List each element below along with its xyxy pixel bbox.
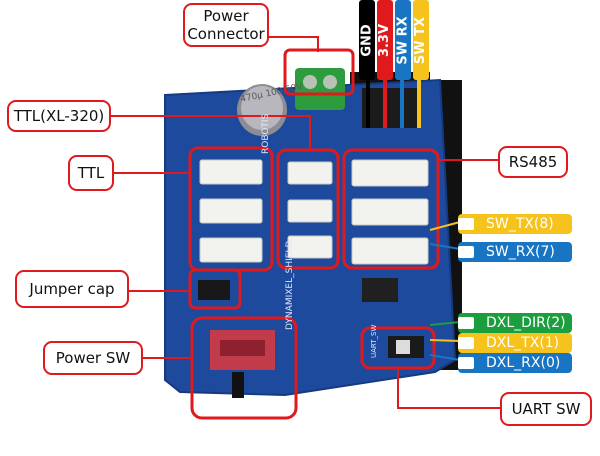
ttl-connectors <box>199 159 263 263</box>
power-connector-callout: Power Connector <box>183 3 269 47</box>
pin-leads <box>366 78 421 128</box>
callout-lines <box>68 36 500 409</box>
top-header-pins <box>362 88 418 128</box>
uart-sw-silk-text: UART_SW <box>370 325 378 358</box>
ttl-xl320-connectors <box>287 161 333 259</box>
dxl-tx1-label: DXL_TX(1) <box>458 333 572 353</box>
jumper-cap <box>198 280 230 300</box>
sw-rx7-label: SW_RX(7) <box>458 242 572 262</box>
power-sw-callout: Power SW <box>43 341 143 375</box>
signal-lines <box>429 221 461 361</box>
dxl-rx0-label: DXL_RX(0) <box>458 353 572 373</box>
sw-tx8-label: SW_TX(8) <box>458 214 572 234</box>
ttl-xl320-callout: TTL(XL-320) <box>7 100 111 132</box>
capacitor <box>237 84 287 136</box>
uart-switch <box>388 336 424 358</box>
ic-chip <box>362 278 398 302</box>
gnd-label: GND <box>359 0 375 80</box>
robotis-logo-text: ROBOTIS <box>261 113 271 154</box>
shield-name-text: DYNAMIXEL_SHIELD <box>285 241 295 330</box>
dxl-dir2-label: DXL_DIR(2) <box>458 313 572 333</box>
jumper-cap-callout: Jumper cap <box>15 270 129 308</box>
uart-sw-callout: UART SW <box>500 392 592 426</box>
power-connector-terminal <box>295 68 345 110</box>
rs485-connectors <box>351 159 429 265</box>
sw-tx-label: SW TX <box>413 0 429 80</box>
v33-label: 3.3V <box>377 0 393 80</box>
power-switch <box>210 330 275 398</box>
sw-rx-label: SW RX <box>395 0 411 80</box>
ttl-callout: TTL <box>68 155 114 191</box>
rs485-callout: RS485 <box>498 146 568 178</box>
